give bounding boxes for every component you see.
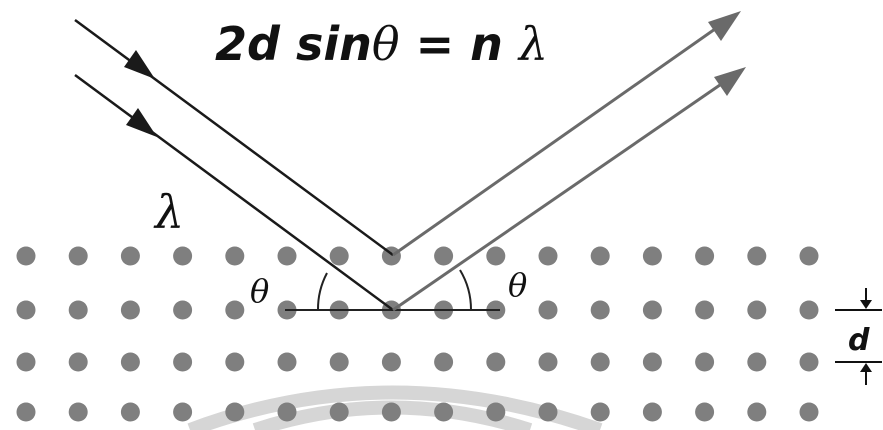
lattice-atom	[434, 246, 454, 266]
lattice-atom	[225, 300, 245, 320]
bragg-equation: 2d sinθ = n λ	[215, 17, 548, 71]
lattice-atom	[434, 402, 454, 422]
incident-arrowhead-upper	[124, 50, 155, 79]
lattice-atom	[538, 402, 558, 422]
lattice-atom	[538, 246, 558, 266]
lattice-atom	[68, 352, 88, 372]
lattice-atom	[173, 402, 193, 422]
lattice-atom	[747, 402, 767, 422]
lattice-atom	[225, 352, 245, 372]
incident-ray-upper	[74, 18, 394, 257]
incident-arrowhead-lower	[126, 108, 157, 137]
lattice-atom	[381, 352, 401, 372]
lattice-atom	[695, 246, 715, 266]
lattice-atom	[120, 402, 140, 422]
diffracted-ray-upper	[392, 20, 726, 257]
lattice-atom	[590, 246, 610, 266]
diffracted-ray-lower	[392, 74, 734, 312]
angle-arc-right	[459, 269, 473, 311]
lattice-atom	[68, 402, 88, 422]
lattice-atom	[173, 246, 193, 266]
diffracted-arrowhead-upper	[708, 11, 741, 41]
equation-lambda: λ	[517, 17, 548, 71]
lattice-atom	[277, 402, 297, 422]
lattice-atom	[434, 352, 454, 372]
lattice-atom	[68, 300, 88, 320]
lattice-atom	[799, 246, 819, 266]
lattice-atom	[590, 352, 610, 372]
angle-arc-left	[316, 272, 328, 311]
lattice-atom	[277, 352, 297, 372]
spacing-label: d	[848, 323, 870, 358]
lattice-atom	[16, 300, 36, 320]
lattice-atom	[486, 352, 506, 372]
lattice-atom	[642, 246, 662, 266]
lattice-atom	[381, 402, 401, 422]
lattice-atom	[173, 300, 193, 320]
angle-label-right: θ	[508, 266, 527, 304]
lattice-atom	[329, 246, 349, 266]
spacing-indicator	[835, 288, 882, 385]
lattice-atom	[225, 402, 245, 422]
equation-part1: 2d sin	[215, 17, 372, 71]
lattice-atom	[68, 246, 88, 266]
lattice-atom	[799, 300, 819, 320]
lattice-atom	[120, 246, 140, 266]
diffracted-arrowhead-lower	[714, 67, 746, 96]
lattice-atom	[225, 246, 245, 266]
lattice-atom	[747, 246, 767, 266]
lattice-atom	[173, 352, 193, 372]
incident-ray-lower	[74, 73, 394, 312]
lattice-atom	[538, 300, 558, 320]
angle-label-left: θ	[250, 272, 269, 310]
lattice-atom	[642, 352, 662, 372]
lattice-atom	[16, 402, 36, 422]
lattice-atom	[695, 300, 715, 320]
lattice-atom	[747, 300, 767, 320]
lattice-atom	[747, 352, 767, 372]
lattice-atom	[538, 352, 558, 372]
lattice-atom	[329, 352, 349, 372]
lattice-atom	[16, 352, 36, 372]
equation-theta: θ	[372, 17, 400, 71]
lattice-atom	[486, 246, 506, 266]
lattice-atom	[120, 300, 140, 320]
lattice-atom	[590, 402, 610, 422]
lattice-atom	[486, 402, 506, 422]
lattice-atom	[799, 402, 819, 422]
lattice-atom	[329, 402, 349, 422]
lattice-atom	[120, 352, 140, 372]
wavelength-label: λ	[153, 185, 184, 239]
lattice-atom	[16, 246, 36, 266]
lattice-atom	[277, 246, 297, 266]
lattice-atom	[590, 300, 610, 320]
equation-part2: = n	[400, 17, 519, 71]
lattice-atom	[695, 352, 715, 372]
lattice-atom	[642, 300, 662, 320]
lattice-atom	[799, 352, 819, 372]
lattice-atom	[642, 402, 662, 422]
lattice-atom	[695, 402, 715, 422]
